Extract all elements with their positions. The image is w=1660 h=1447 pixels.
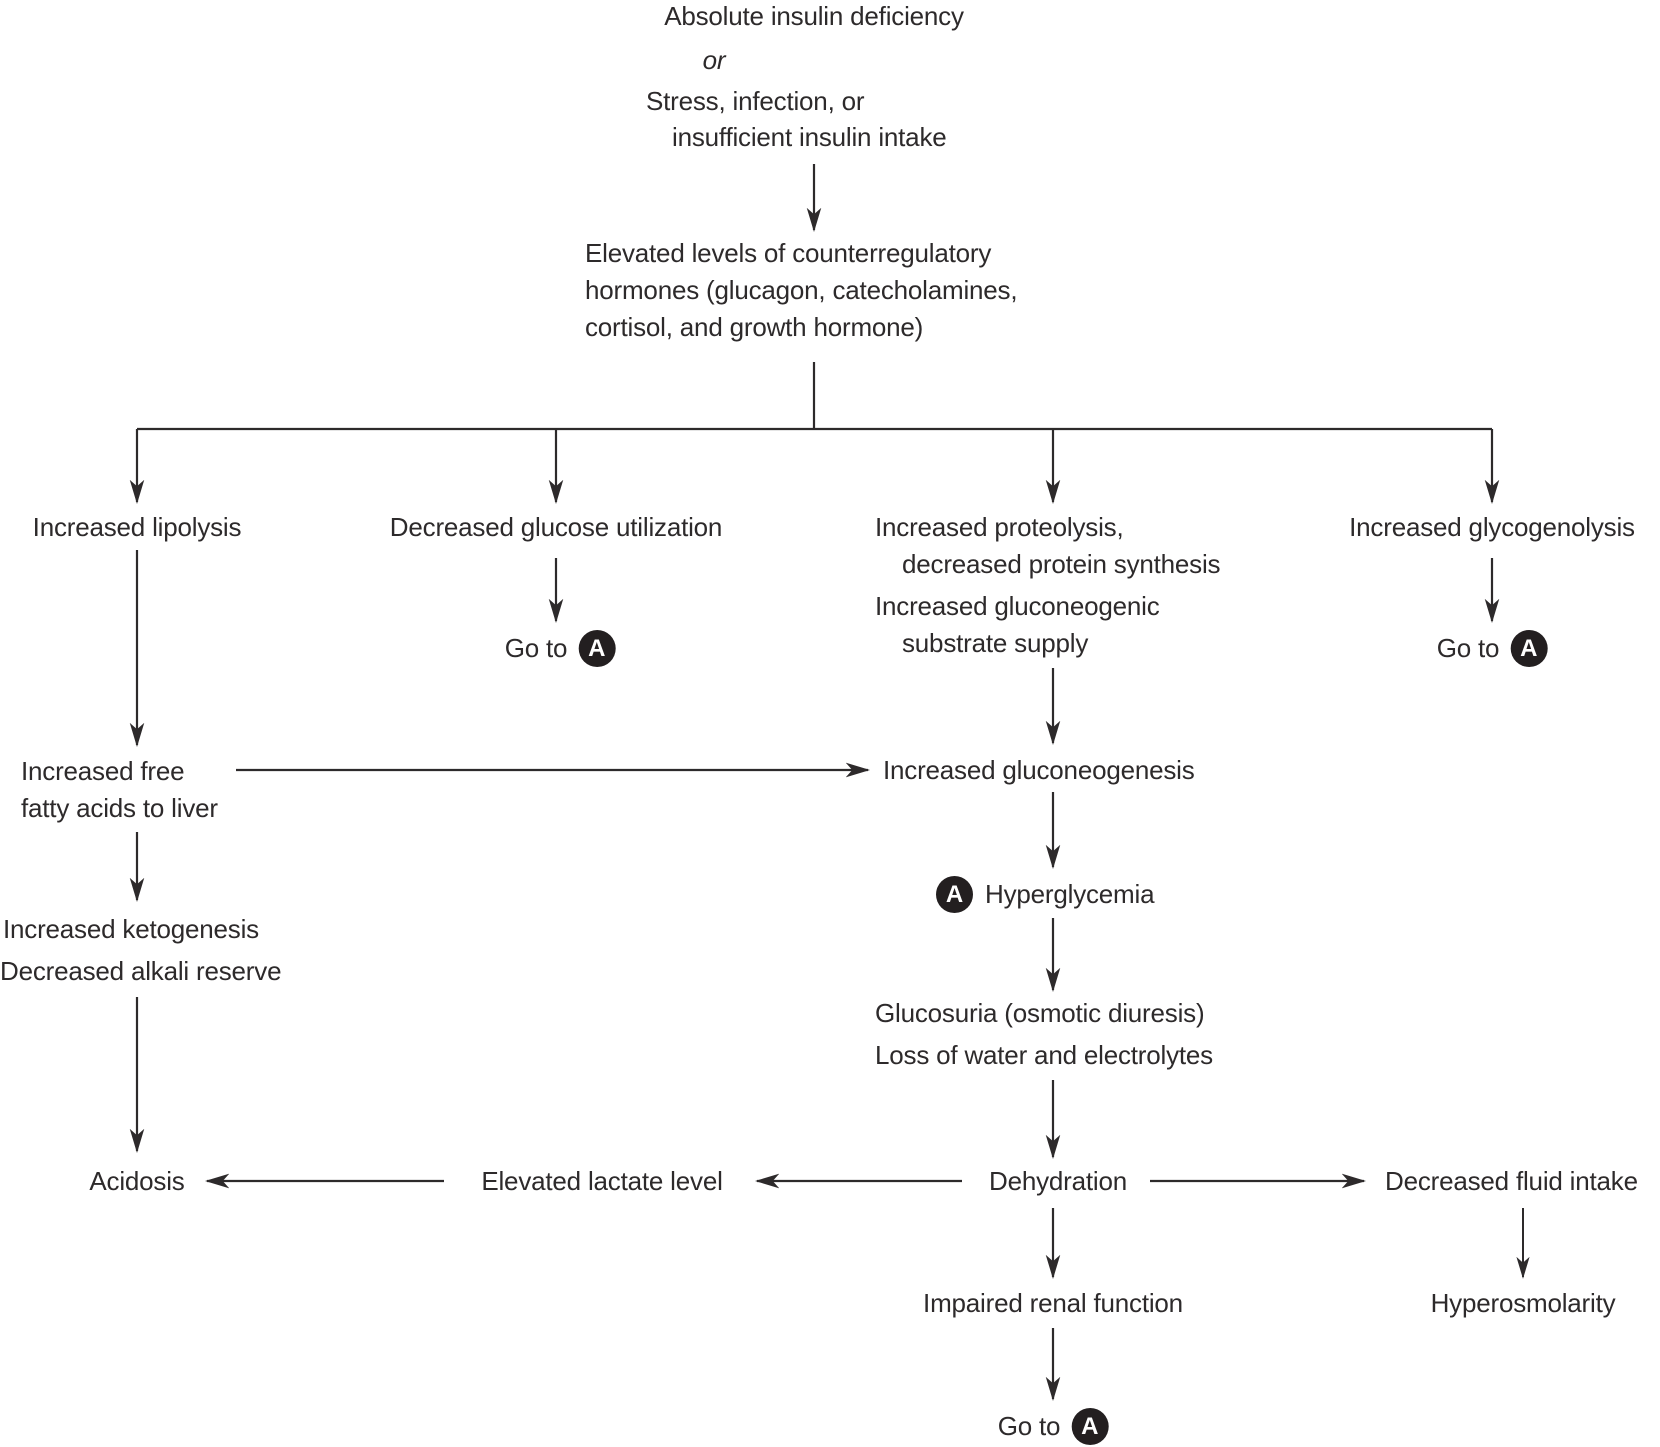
node-decreased-glucose-utilization: Decreased glucose utilization	[389, 512, 723, 542]
goto-a-glycogenolysis: Go to A	[1437, 630, 1548, 667]
goto-label: Go to	[997, 1411, 1061, 1441]
badge-a-icon: A	[1071, 1408, 1109, 1445]
node-loss-of-water: Loss of water and electrolytes	[875, 1040, 1213, 1070]
node-decreased-alkali-reserve: Decreased alkali reserve	[0, 956, 282, 986]
badge-a-icon: A	[936, 876, 973, 913]
node-glucosuria: Glucosuria (osmotic diuresis)	[875, 998, 1205, 1028]
node-acidosis: Acidosis	[89, 1166, 185, 1196]
node-stress-infection-line1: Stress, infection, or	[646, 86, 865, 116]
node-impaired-renal-function: Impaired renal function	[923, 1288, 1183, 1318]
node-dehydration: Dehydration	[989, 1166, 1127, 1196]
node-hormones-line2: hormones (glucagon, catecholamines,	[585, 275, 1018, 305]
node-or: or	[702, 45, 726, 75]
node-increased-ketogenesis: Increased ketogenesis	[3, 914, 259, 944]
node-increased-gluconeogenesis: Increased gluconeogenesis	[883, 755, 1195, 785]
node-hormones-line1: Elevated levels of counterregulatory	[585, 238, 992, 268]
node-increased-glycogenolysis: Increased glycogenolysis	[1349, 512, 1635, 542]
node-gluconeogenic-substrate-line1: Increased gluconeogenic	[875, 591, 1160, 621]
node-hormones-line3: cortisol, and growth hormone)	[585, 312, 924, 342]
node-hyperosmolarity: Hyperosmolarity	[1430, 1288, 1616, 1318]
goto-label: Go to	[1436, 633, 1500, 663]
node-increased-free-fatty-line2: fatty acids to liver	[21, 793, 218, 823]
goto-a-glucose-utilization: Go to A	[505, 630, 616, 667]
node-increased-proteolysis-line2: decreased protein synthesis	[902, 549, 1221, 579]
node-increased-proteolysis-line1: Increased proteolysis,	[875, 512, 1124, 542]
node-stress-infection-line2: insufficient insulin intake	[672, 122, 947, 152]
node-increased-lipolysis: Increased lipolysis	[32, 512, 242, 542]
node-absolute-insulin-deficiency: Absolute insulin deficiency	[664, 1, 964, 31]
node-hyperglycemia: Hyperglycemia	[985, 879, 1155, 909]
node-increased-free-fatty-line1: Increased free	[21, 756, 185, 786]
node-elevated-lactate: Elevated lactate level	[481, 1166, 723, 1196]
badge-a-icon: A	[1510, 630, 1548, 667]
node-hyperglycemia-group: A Hyperglycemia	[936, 876, 1155, 913]
goto-label: Go to	[504, 633, 568, 663]
node-gluconeogenic-substrate-line2: substrate supply	[902, 628, 1089, 658]
badge-a-icon: A	[578, 630, 616, 667]
goto-a-renal: Go to A	[998, 1408, 1109, 1445]
node-decreased-fluid-intake: Decreased fluid intake	[1385, 1166, 1638, 1196]
